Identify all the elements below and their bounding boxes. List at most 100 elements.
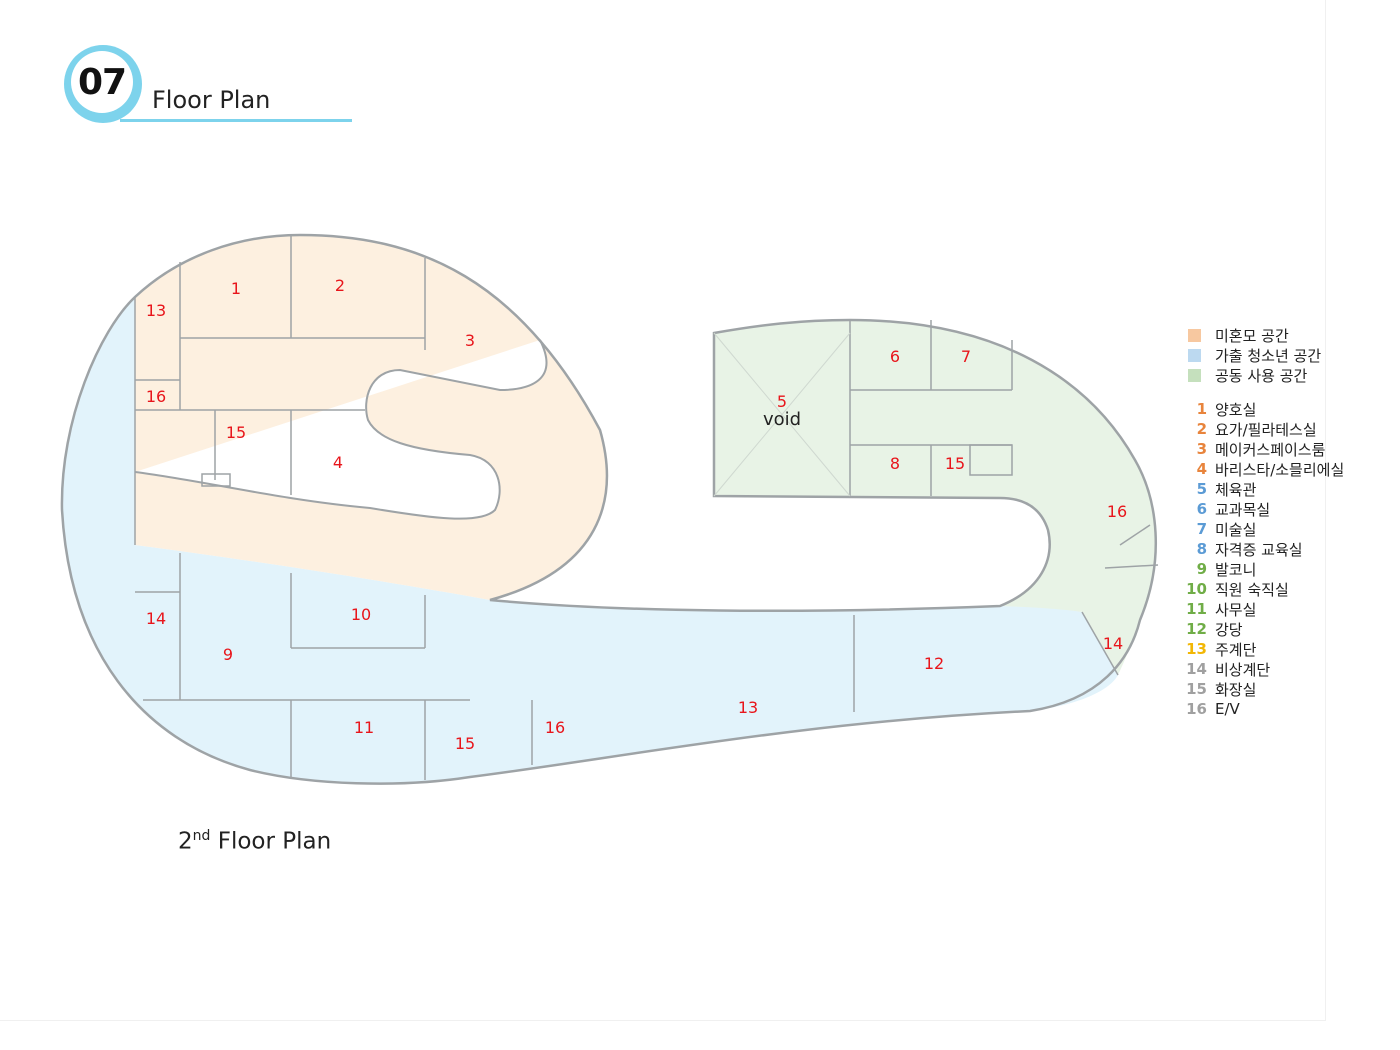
room-number-16-right: 16 <box>1107 502 1127 521</box>
void-label: void <box>763 409 801 430</box>
room-number-1: 1 <box>231 279 241 298</box>
section-number: 07 <box>77 61 127 103</box>
legend-room-list: 1 양호실 2 요가/필라테스실 3 메이커스페이스룸 4 바리스타/소믈리에실 5 체육관 6 교과… <box>1183 399 1344 719</box>
legend-room-number: 8 <box>1196 540 1207 558</box>
room-number-13-stair: 13 <box>146 301 166 320</box>
legend-zone-shared: 공동 사용 공간 <box>1183 365 1344 385</box>
legend-room-15: 15 화장실 <box>1183 679 1344 699</box>
zone-label: 가출 청소년 공간 <box>1215 346 1322 365</box>
building-outline <box>60 233 1158 785</box>
legend-room-number: 2 <box>1196 420 1207 438</box>
legend-room-10: 10 직원 숙직실 <box>1183 579 1344 599</box>
legend-room-11: 11 사무실 <box>1183 599 1344 619</box>
floor-title-text: Floor Plan <box>210 828 332 855</box>
room-number-4: 4 <box>333 453 343 472</box>
zone-mother-shape <box>135 235 607 600</box>
legend-room-name: 메이커스페이스룸 <box>1215 440 1326 459</box>
section-badge-inner: 07 <box>71 51 133 113</box>
legend-room-name: 교과목실 <box>1215 500 1271 519</box>
floor-plan-title: 2nd Floor Plan <box>178 828 331 855</box>
legend-room-number: 9 <box>1196 560 1207 578</box>
legend-room-1: 1 양호실 <box>1183 399 1344 419</box>
room-number-5: 5 <box>777 392 787 411</box>
room-number-15-right: 15 <box>945 454 965 473</box>
legend-room-2: 2 요가/필라테스실 <box>1183 419 1344 439</box>
room-number-11: 11 <box>354 718 374 737</box>
legend-room-12: 12 강당 <box>1183 619 1344 639</box>
legend-room-number: 6 <box>1196 500 1207 518</box>
room-number-12: 12 <box>924 654 944 673</box>
room-number-8: 8 <box>890 454 900 473</box>
room-number-14-right: 14 <box>1103 634 1123 653</box>
zone-label: 미혼모 공간 <box>1215 326 1289 345</box>
room-number-16-left: 16 <box>146 387 166 406</box>
legend-room-name: E/V <box>1215 700 1240 718</box>
legend-room-name: 화장실 <box>1215 680 1257 699</box>
mother-space-cutout <box>134 339 548 520</box>
legend-room-name: 자격증 교육실 <box>1215 540 1303 559</box>
legend-room-3: 3 메이커스페이스룸 <box>1183 439 1344 459</box>
room-number-16-bottom: 16 <box>545 718 565 737</box>
zone-swatch <box>1188 368 1201 382</box>
legend-room-number: 12 <box>1186 620 1207 638</box>
zone-label: 공동 사용 공간 <box>1215 366 1308 385</box>
legend-zone-mother: 미혼모 공간 <box>1183 325 1344 345</box>
legend-room-number: 13 <box>1186 640 1207 658</box>
legend-room-6: 6 교과목실 <box>1183 499 1344 519</box>
legend-room-7: 7 미술실 <box>1183 519 1344 539</box>
zone-swatch <box>1188 328 1201 342</box>
shared-zone-partitions <box>849 320 1159 569</box>
title-underline <box>120 119 352 122</box>
room-number-10: 10 <box>351 605 371 624</box>
legend-room-name: 주계단 <box>1215 640 1257 659</box>
room-number-7: 7 <box>961 347 971 366</box>
legend-room-9: 9 발코니 <box>1183 559 1344 579</box>
zone-swatch <box>1188 348 1201 362</box>
legend-room-name: 양호실 <box>1215 400 1257 419</box>
legend-room-5: 5 체육관 <box>1183 479 1344 499</box>
legend-room-14: 14 비상계단 <box>1183 659 1344 679</box>
floor-suffix: nd <box>192 828 211 844</box>
section-title: Floor Plan <box>152 86 271 114</box>
page-frame <box>0 0 1326 1021</box>
legend-room-number: 7 <box>1196 520 1207 538</box>
legend-room-name: 체육관 <box>1215 480 1257 499</box>
room-number-3: 3 <box>465 331 475 350</box>
room-number-2: 2 <box>335 276 345 295</box>
room-number-15-bottom: 15 <box>455 734 475 753</box>
section-badge: 07 <box>64 45 142 123</box>
legend-room-number: 14 <box>1186 660 1207 678</box>
legend-room-number: 15 <box>1186 680 1207 698</box>
youth-zone-partitions <box>135 553 1119 780</box>
room-number-14-left: 14 <box>146 609 166 628</box>
legend-room-number: 11 <box>1186 600 1207 618</box>
legend-room-name: 요가/필라테스실 <box>1215 420 1317 439</box>
room-number-13-main: 13 <box>738 698 758 717</box>
legend-room-name: 비상계단 <box>1215 660 1271 679</box>
room-number-9: 9 <box>223 645 233 664</box>
legend-room-8: 8 자격증 교육실 <box>1183 539 1344 559</box>
legend-room-number: 5 <box>1196 480 1207 498</box>
legend-room-name: 강당 <box>1215 620 1243 639</box>
legend-room-4: 4 바리스타/소믈리에실 <box>1183 459 1345 479</box>
legend-room-name: 미술실 <box>1215 520 1257 539</box>
legend-room-name: 사무실 <box>1215 600 1257 619</box>
legend-room-number: 16 <box>1186 700 1207 718</box>
legend-room-name: 직원 숙직실 <box>1215 580 1289 599</box>
void-cross <box>713 332 851 497</box>
room-number-6: 6 <box>890 347 900 366</box>
legend-room-name: 발코니 <box>1215 560 1257 579</box>
legend-zone-youth: 가출 청소년 공간 <box>1183 345 1344 365</box>
floor-plan: 1 2 3 4 5 void 6 7 8 9 10 11 12 13 14 15… <box>60 233 1159 785</box>
mother-zone-partitions <box>134 236 426 545</box>
legend-room-name: 바리스타/소믈리에실 <box>1215 460 1345 479</box>
floor-number: 2 <box>178 828 193 855</box>
legend-room-number: 3 <box>1196 440 1207 458</box>
legend-room-number: 4 <box>1196 460 1207 478</box>
legend-room-13: 13 주계단 <box>1183 639 1344 659</box>
legend-room-number: 1 <box>1196 400 1207 418</box>
legend-room-number: 10 <box>1186 580 1207 598</box>
legend-room-16: 16 E/V <box>1183 699 1344 719</box>
room-number-15-left: 15 <box>226 423 246 442</box>
